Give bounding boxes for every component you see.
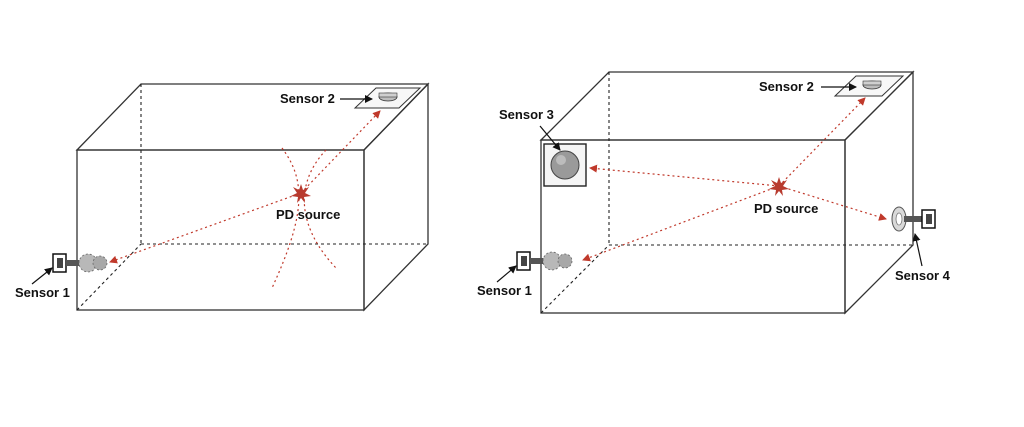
tank-left-side-face [363,82,429,312]
sensor-4-device-right [891,206,936,232]
sensor-2-label-right: Sensor 2 [759,79,814,94]
sensor-1-label-right: Sensor 1 [477,283,532,298]
sensor-3-device-right [543,143,587,187]
sensor-1-device-left [52,253,108,273]
pd-source-label-left: PD source [276,207,340,222]
diagram-left: PD source Sensor 2 Sensor 1 [15,82,430,312]
tank-left-front-face [76,149,365,311]
tank-right-front-face [540,139,846,314]
sensor-1-device-right [516,251,573,271]
tank-left [75,82,430,312]
sensor-2-plate-left [353,87,422,109]
sensor-3-label-right: Sensor 3 [499,107,554,122]
tank-right [539,70,915,315]
pd-source-marker-left [291,184,311,203]
sensor-2-label-left: Sensor 2 [280,91,335,106]
sensor-4-label-right: Sensor 4 [895,268,951,283]
pd-source-label-right: PD source [754,201,818,216]
pd-source-marker-right [769,177,789,196]
diagram-right: PD source Sensor 2 Sensor 3 Sensor 1 Sen… [477,70,951,315]
sensor-2-plate-right [833,75,905,97]
sensor-1-label-left: Sensor 1 [15,285,70,300]
